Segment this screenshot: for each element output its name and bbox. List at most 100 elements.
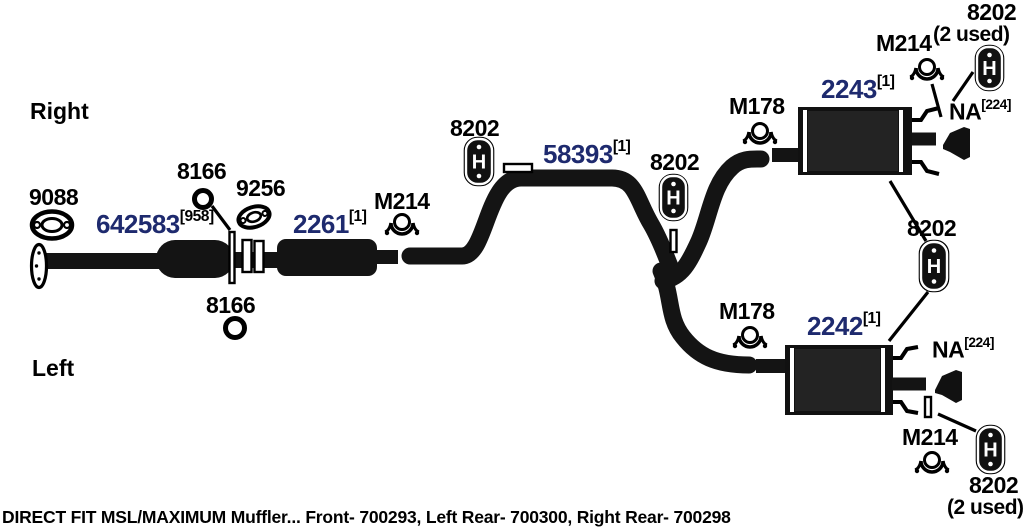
part-label-2261[interactable]: 2261[1] — [293, 208, 367, 239]
clamp-m214-bottom-icon — [913, 450, 951, 475]
intermediate-pipe-58393 — [401, 150, 770, 374]
right-muffler-2243 — [772, 106, 970, 176]
part-label-na-top: NA[224] — [949, 96, 1011, 125]
part-label-9256: 9256 — [236, 175, 286, 201]
inlet-flange — [29, 242, 49, 290]
part-footnote: [1] — [876, 73, 895, 91]
gasket-9256-icon — [236, 204, 272, 230]
pointer-tick-m214-bottom — [923, 395, 933, 419]
hanger-8202-midright-icon: H — [918, 239, 950, 293]
hanger-rod — [893, 345, 919, 360]
orientation-right-label: Right — [30, 98, 89, 124]
pointer-tick-8202-first — [502, 162, 534, 174]
gasket-bolt-hole — [239, 217, 247, 225]
part-footnote: [1] — [612, 138, 631, 156]
part-label-8202-first: 8202 — [450, 115, 500, 141]
part-label-8202-topright: 8202 — [967, 0, 1017, 25]
flange-plate — [253, 239, 265, 274]
flange-plate — [241, 238, 253, 274]
tailpipe-tip — [943, 127, 970, 160]
flange-gasket-9088-icon — [29, 209, 75, 241]
part-label-642583[interactable]: 642583[958] — [96, 208, 214, 239]
leader-8166-top — [210, 205, 232, 231]
part-footnote: [1] — [862, 310, 881, 328]
left-branch-pipe — [652, 262, 758, 374]
flange-bolt-hole — [37, 251, 41, 255]
flange-bolt-hole — [34, 264, 39, 268]
muffler-seam — [790, 348, 794, 412]
muffler-seam — [803, 110, 807, 172]
part-footnote: [1] — [348, 208, 367, 226]
hanger-8202-first-icon: H — [463, 136, 495, 187]
orientation-left-label: Left — [32, 355, 75, 381]
clamp-m178-bottom-icon — [731, 325, 769, 350]
gasket-bore — [40, 217, 64, 233]
part-footnote: [224] — [981, 96, 1011, 112]
leader-lines — [210, 71, 977, 433]
gasket-bolt-hole — [32, 220, 42, 230]
flange-joint-hardware — [228, 230, 265, 285]
right-branch-pipe — [654, 150, 770, 290]
part-label-2243[interactable]: 2243[1] — [821, 73, 895, 104]
hanger-rod — [893, 400, 919, 415]
hanger-rod — [912, 160, 940, 176]
fitment-caption: DIRECT FIT MSL/MAXIMUM Muffler... Front-… — [2, 507, 731, 527]
hanger-letter: H — [472, 152, 486, 174]
part-label-8166-top: 8166 — [177, 158, 227, 184]
part-label-58393[interactable]: 58393[1] — [543, 138, 631, 169]
part-label-8202-second: 8202 — [650, 149, 700, 175]
clamp-m178-top-icon — [741, 121, 779, 146]
part-number[interactable]: 2243 — [821, 74, 877, 104]
part-label-8166-bottom: 8166 — [206, 292, 256, 318]
hanger-letter: H — [927, 256, 941, 278]
part-number[interactable]: 642583 — [96, 209, 180, 239]
leader-8202-mid-lower — [887, 291, 930, 342]
clamp-m214-topright-icon — [908, 57, 946, 82]
muffler-seam — [899, 110, 903, 172]
leader-8202-bottomright — [937, 412, 977, 433]
part-number[interactable]: 2242 — [807, 311, 863, 341]
muffler-face — [795, 349, 880, 411]
pointer-tick-8202-second — [669, 228, 678, 254]
part-label-m214-bottom: M214 — [902, 424, 958, 450]
hanger-rod — [912, 106, 940, 122]
part-label-9088: 9088 — [29, 184, 79, 210]
part-label-8202-midright: 8202 — [907, 215, 957, 241]
part-footnote: [224] — [964, 334, 994, 350]
oring-8166-bottom-icon — [223, 316, 247, 340]
part-label-na-bottom: NA[224] — [932, 334, 994, 362]
part-number: NA — [949, 98, 982, 125]
gasket-bore — [245, 210, 263, 224]
gasket-bolt-hole — [62, 220, 72, 230]
left-muffler-2242 — [756, 345, 962, 415]
oring-8166-top-icon — [192, 188, 214, 210]
leader-8202-topright — [951, 71, 975, 102]
part-label-m214-mid: M214 — [374, 188, 430, 214]
hanger-letter: H — [982, 58, 996, 80]
quantity-note-bottomright: (2 used) — [947, 496, 1024, 519]
part-label-m178-bottom: M178 — [719, 298, 775, 324]
hanger-8202-topright-icon: H — [974, 44, 1005, 92]
hanger-letter: H — [983, 440, 997, 462]
part-number[interactable]: 2261 — [293, 209, 349, 239]
resonator-2261 — [277, 239, 398, 276]
resonator-body — [277, 239, 377, 276]
part-label-8202-bottomright: 8202 — [969, 472, 1019, 498]
part-label-2242[interactable]: 2242[1] — [807, 310, 881, 341]
gasket-bolt-hole — [261, 209, 269, 217]
clamp-m214-mid-icon — [383, 212, 421, 237]
quantity-note-topright: (2 used) — [933, 23, 1010, 46]
flange-bolt-hole — [37, 277, 41, 281]
hanger-8202-second-icon: H — [658, 173, 689, 222]
part-label-m178-top: M178 — [729, 93, 785, 119]
leader-8202-mid-upper — [888, 180, 928, 242]
hanger-letter: H — [666, 188, 680, 210]
hanger-8202-bottomright-icon: H — [975, 424, 1006, 475]
part-number[interactable]: 58393 — [543, 139, 613, 169]
part-footnote: [958] — [179, 208, 214, 226]
muffler-seam — [881, 348, 885, 412]
tailpipe-tip — [935, 370, 962, 403]
intermediate-pipe — [401, 169, 681, 280]
